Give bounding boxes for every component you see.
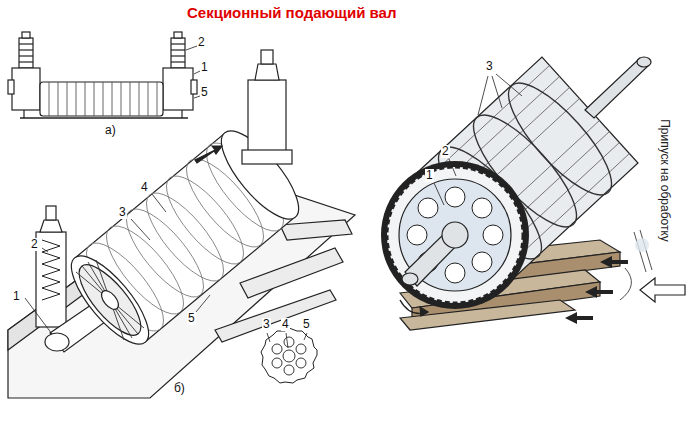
callout-number: 4 [140, 181, 149, 194]
callout-number: 1 [12, 290, 21, 303]
callout-number: 2 [30, 238, 39, 251]
callout-number: 2 [197, 36, 206, 49]
callout-number: а) [104, 124, 117, 137]
callout-number: 3 [485, 60, 494, 73]
figure-a [8, 32, 200, 118]
callout-number: 3 [262, 318, 271, 331]
callout-number: 2 [441, 145, 450, 158]
callout-number: 4 [281, 318, 290, 331]
diagram-title: Секционный подающий вал [186, 4, 397, 22]
callout-number: 5 [200, 86, 209, 99]
figure-b [8, 50, 355, 398]
callout-number: 5 [302, 318, 311, 331]
callout-number: 3 [118, 206, 127, 219]
callout-number: 1 [200, 61, 209, 74]
figure-right [381, 57, 685, 330]
callout-number: 1 [425, 169, 434, 182]
callout-number: 5 [187, 312, 196, 325]
callout-number: б) [173, 382, 186, 395]
vertical-note: Припуск на обработку [658, 118, 671, 243]
